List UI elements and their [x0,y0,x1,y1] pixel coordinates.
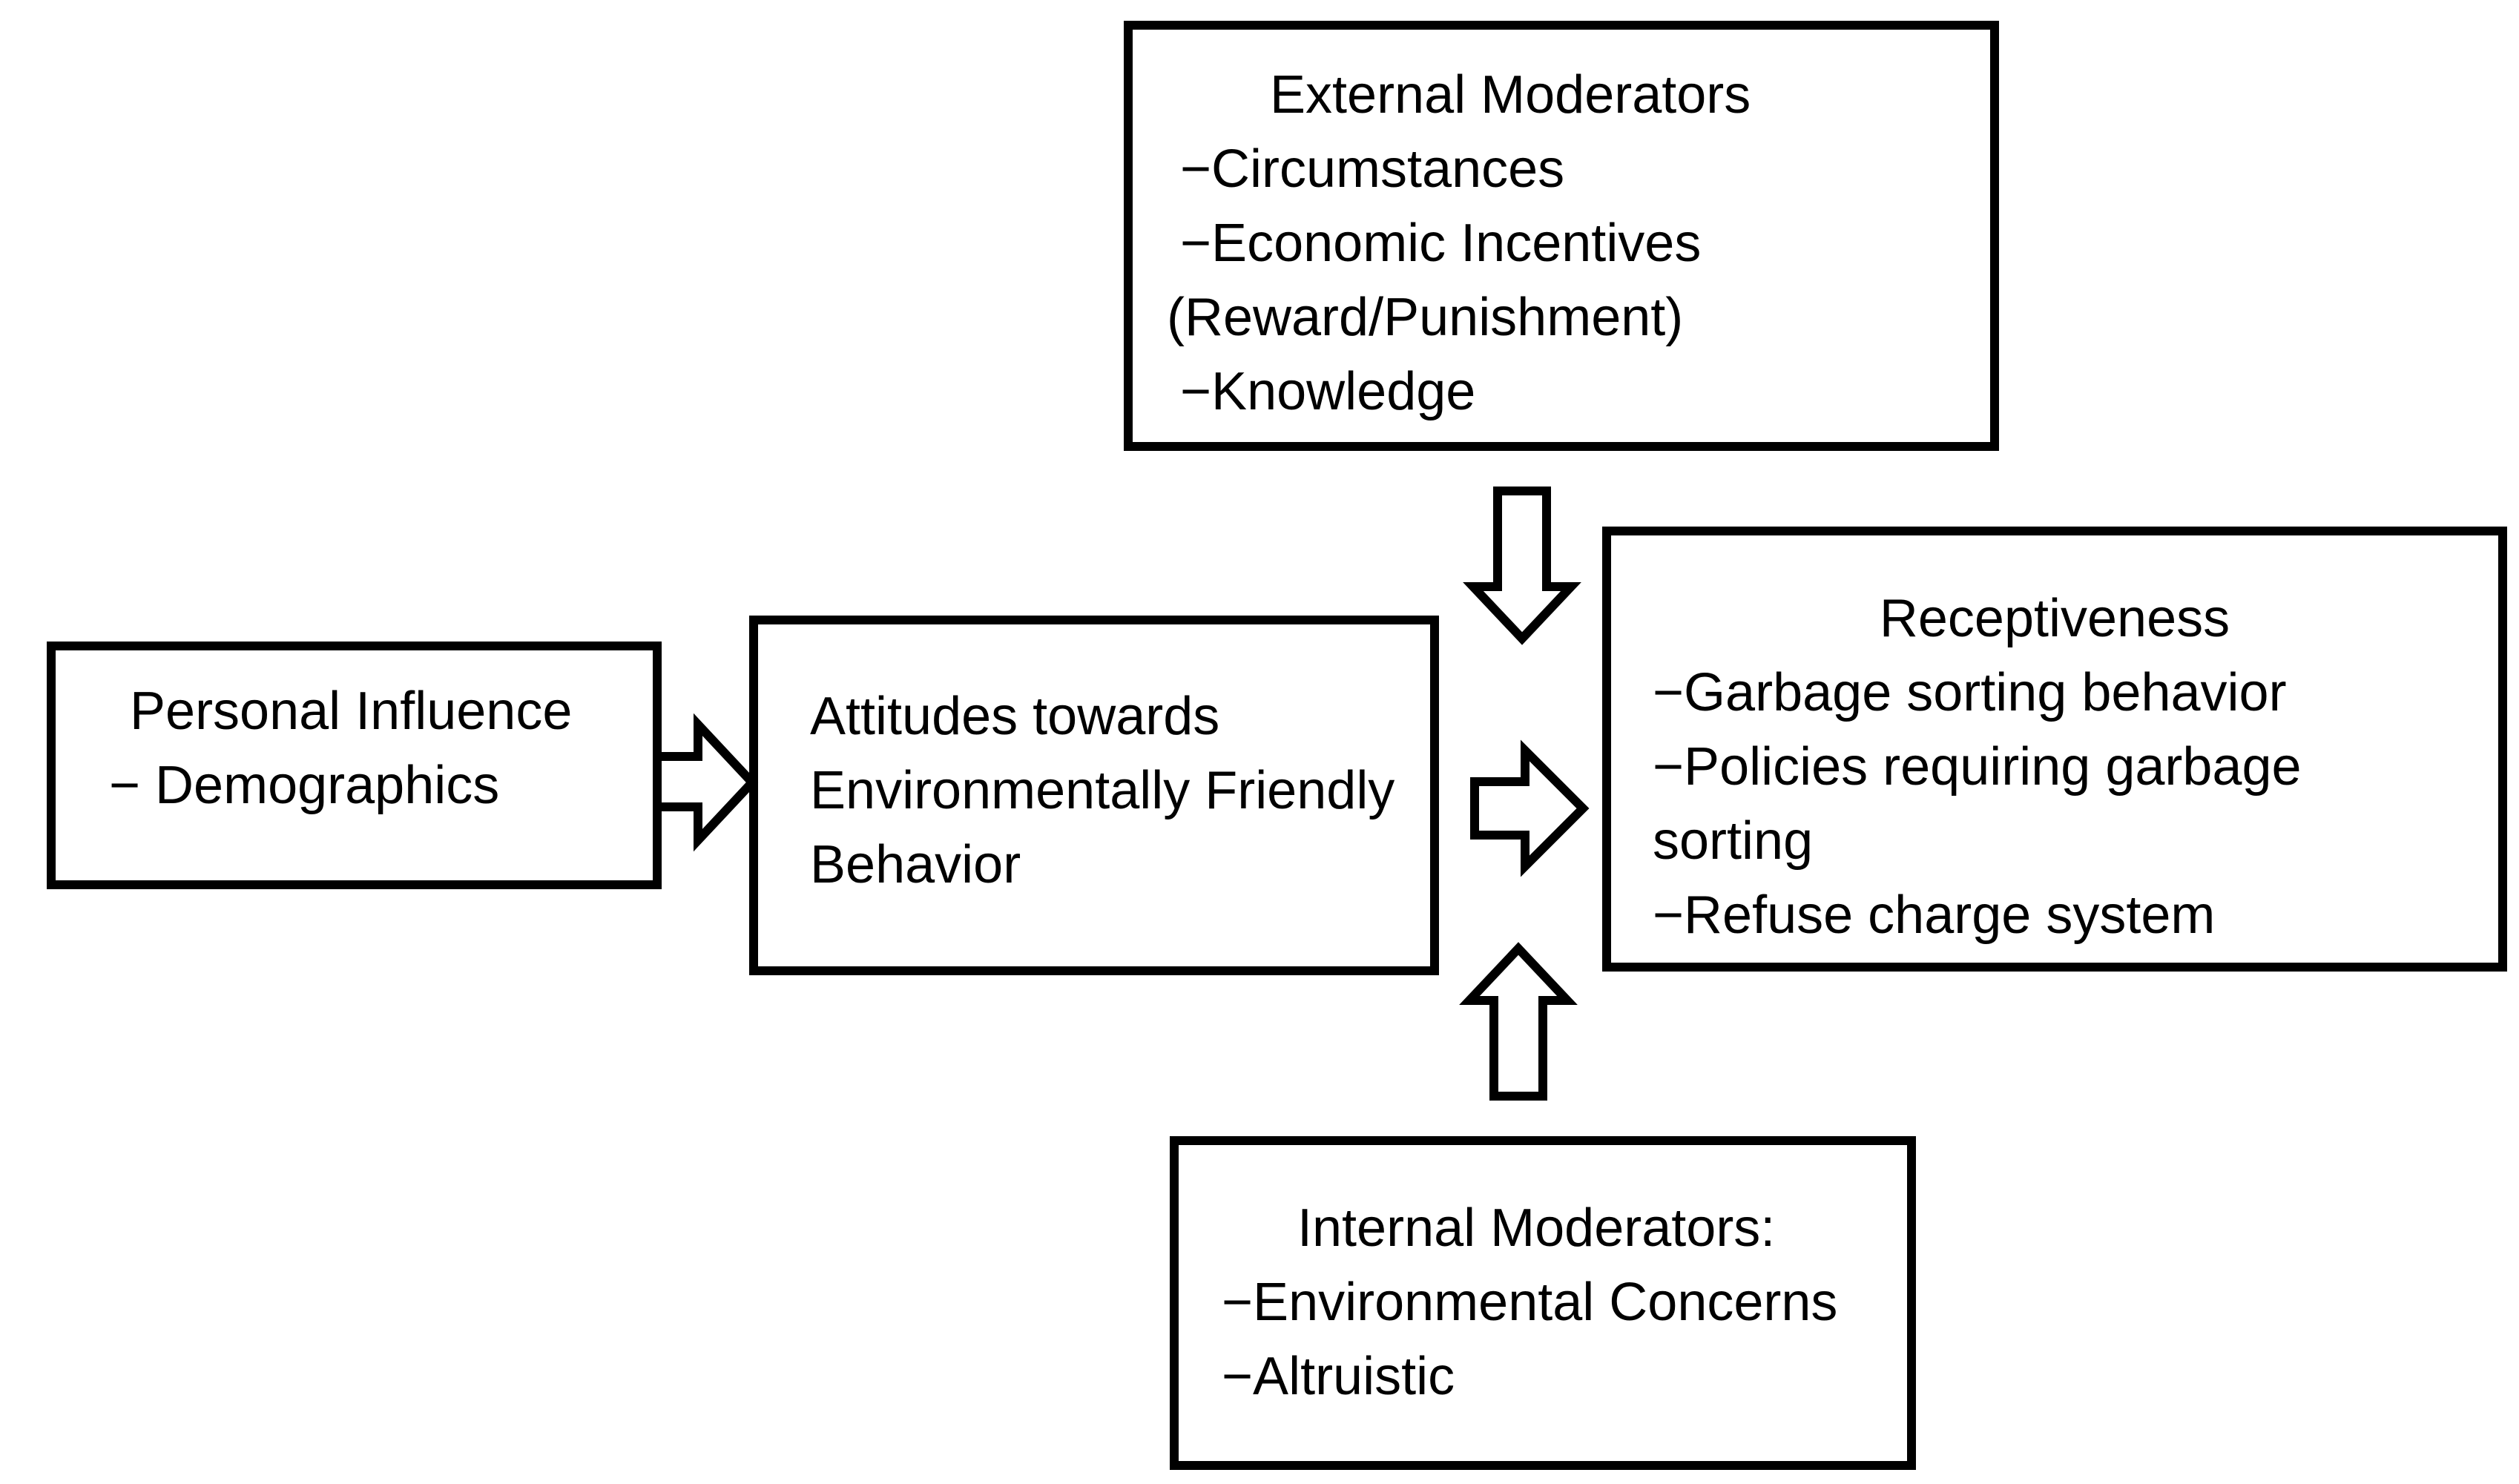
receptiveness-title: Receptiveness [1879,589,2230,648]
attitudes-line-3: Behavior [810,835,1021,894]
receptiveness-item-refuse-charge: −Refuse charge system [1653,886,2216,945]
internal-moderators-box: Internal Moderators: −Environmental Conc… [1170,1136,1916,1470]
internal-moderators-title: Internal Moderators: [1297,1198,1776,1258]
external-moderators-box: External Moderators −Circumstances −Econ… [1124,21,1999,451]
attitudes-line-1: Attitudes towards [810,687,1220,746]
internal-item-altruistic: −Altruistic [1222,1347,1455,1406]
external-item-circumstances: −Circumstances [1180,139,1565,199]
receptiveness-box: Receptiveness −Garbage sorting behavior … [1602,527,2507,972]
external-moderators-title: External Moderators [1270,65,1751,125]
personal-item-demographics: − Demographics [109,756,500,815]
receptiveness-item-garbage-sorting: −Garbage sorting behavior [1653,663,2287,722]
external-item-reward-punishment: (Reward/Punishment) [1167,288,1684,347]
internal-item-environmental-concerns: −Environmental Concerns [1222,1273,1838,1332]
external-item-knowledge: −Knowledge [1180,362,1476,421]
receptiveness-item-sorting-wrap: sorting [1653,811,1814,871]
up-arrow-icon [1459,942,1578,1101]
receptiveness-item-policies: −Policies requiring garbage [1653,737,2302,797]
right-arrow-icon [1470,739,1590,877]
attitudes-box: Attitudes towards Environmentally Friend… [749,616,1439,975]
attitudes-line-2: Environmentally Friendly [810,761,1395,820]
personal-influence-box: Personal Influence − Demographics [47,642,662,889]
right-arrow-icon [653,713,759,852]
personal-influence-title: Personal Influence [130,682,573,741]
external-item-economic-incentives: −Economic Incentives [1180,214,1702,273]
down-arrow-icon [1463,487,1581,645]
